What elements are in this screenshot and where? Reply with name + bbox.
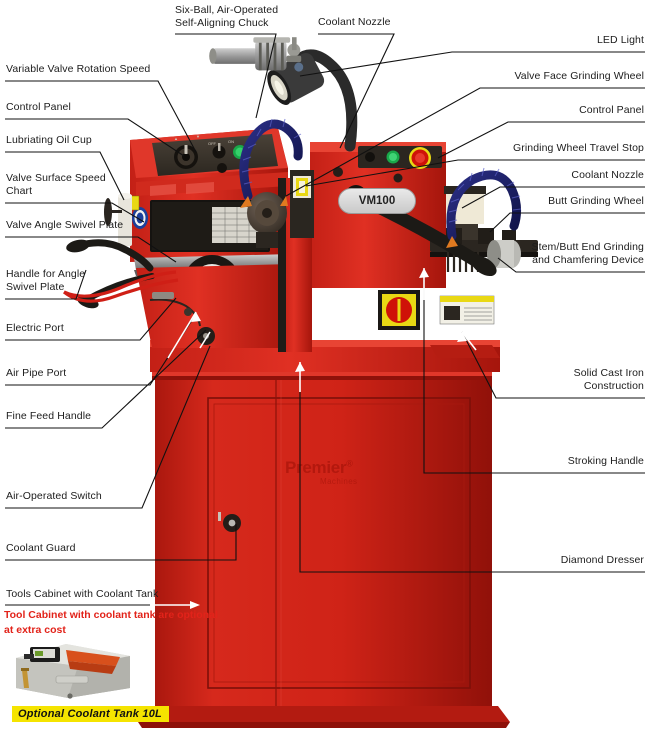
callout-handle-for-angle-swivel-plate: Handle for Angle Swivel Plate — [6, 268, 86, 293]
callout-coolant-nozzle-top: Coolant Nozzle — [318, 16, 391, 28]
valve-face-grinding-wheel-part — [247, 192, 287, 248]
callout-variable-valve-rotation-speed: Variable Valve Rotation Speed — [6, 63, 151, 75]
callout-tools-cabinet-with-coolant-tank: Tools Cabinet with Coolant Tank — [6, 588, 159, 600]
optional-note: Tool Cabinet with coolant tank are optio… — [4, 608, 218, 638]
callout-fine-feed-handle: Fine Feed Handle — [6, 410, 92, 422]
brand-name: Premier — [285, 458, 347, 477]
optional-note-line1: Tool Cabinet with coolant tank are optio… — [4, 609, 218, 621]
callout-butt-grinding-wheel: Butt Grinding Wheel — [548, 195, 644, 207]
brand-registered: ® — [346, 458, 353, 469]
brand-sub-label: Machines — [320, 477, 358, 486]
callout-grinding-wheel-travel-stop: Grinding Wheel Travel Stop — [513, 142, 644, 154]
callout-led-light: LED Light — [596, 34, 644, 46]
machine-base-cabinet — [138, 358, 510, 728]
callout-control-panel-left: Control Panel — [6, 101, 71, 113]
callout-coolant-nozzle-right: Coolant Nozzle — [571, 169, 644, 181]
coolant-tank-inset-image — [16, 644, 130, 699]
svg-text:▲: ▲ — [174, 136, 178, 141]
callout-control-panel-right: Control Panel — [579, 104, 644, 116]
callout-lubriating-oil-cup: Lubriating Oil Cup — [6, 134, 92, 146]
callout-air-pipe-port: Air Pipe Port — [6, 367, 67, 379]
svg-text:ON: ON — [228, 139, 234, 144]
callout-six-ball-chuck: Six-Ball, Air-Operated Self-Aligning Chu… — [175, 4, 279, 29]
callout-coolant-guard: Coolant Guard — [6, 542, 76, 554]
callout-valve-face-grinding-wheel: Valve Face Grinding Wheel — [514, 70, 644, 82]
callout-electric-port: Electric Port — [6, 322, 64, 334]
svg-text:OFF: OFF — [208, 141, 217, 146]
callout-stem-butt-end-grinding-and-chamfering-device: Stem/Butt End Grinding and Chamfering De… — [531, 241, 644, 266]
brand-logo: Premier® — [285, 458, 353, 478]
svg-text:▼: ▼ — [196, 134, 200, 139]
callout-air-operated-switch: Air-Operated Switch — [6, 490, 102, 502]
coolant-tank-caption: Optional Coolant Tank 10L — [12, 706, 169, 722]
callout-valve-surface-speed-chart: Valve Surface Speed Chart — [6, 172, 106, 197]
callout-solid-cast-iron-construction: Solid Cast Iron Construction — [573, 367, 644, 392]
callout-diamond-dresser: Diamond Dresser — [560, 554, 644, 566]
optional-note-line2: at extra cost — [4, 624, 66, 636]
callout-valve-angle-swivel-plate: Valve Angle Swivel Plate — [6, 219, 124, 231]
callout-stroking-handle: Stroking Handle — [567, 455, 644, 467]
